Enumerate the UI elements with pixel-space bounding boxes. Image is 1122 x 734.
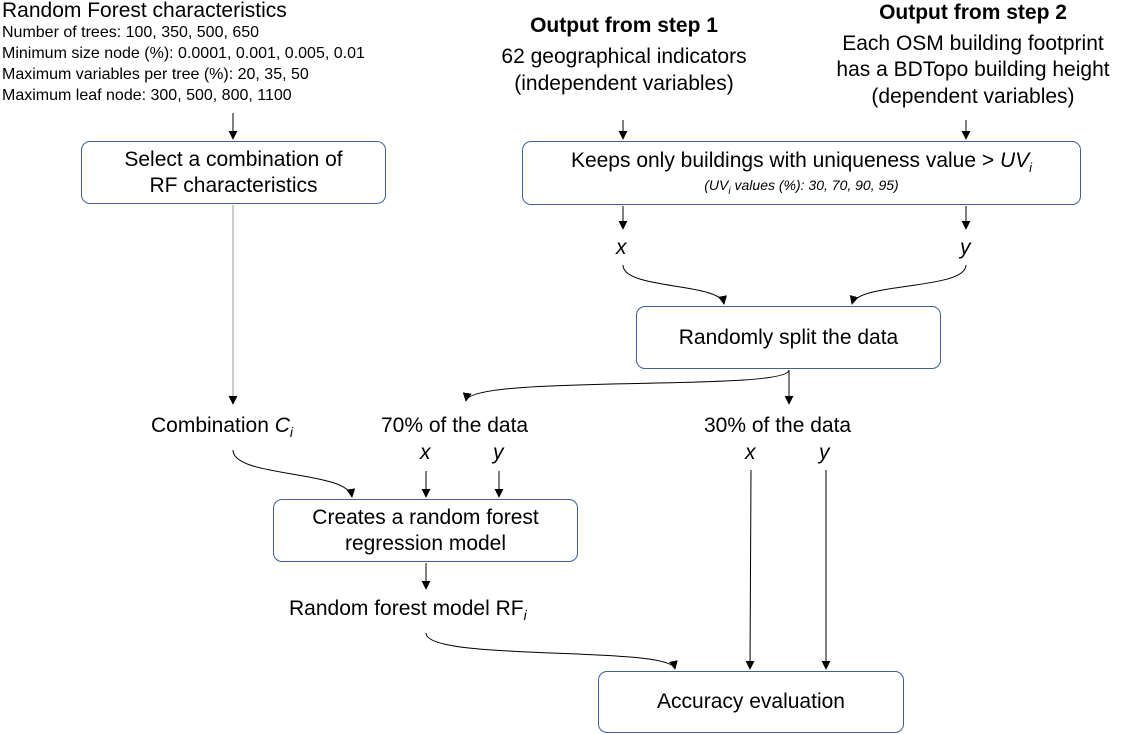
step1-line2: (independent variables) — [514, 72, 734, 95]
step1-title: Output from step 1 — [530, 14, 718, 37]
seventy-percent-label: 70% of the data — [381, 414, 529, 437]
arrow-y-to-split — [849, 264, 967, 305]
step2-line1: Each OSM building footprint — [842, 32, 1104, 55]
accuracy-box-label: Accuracy evaluation — [657, 690, 845, 713]
x70-label: x — [420, 441, 431, 464]
rf-model-text: Random forest model RF — [289, 597, 524, 620]
uv-var-text: UV — [999, 149, 1030, 172]
y70-label: y — [493, 441, 504, 464]
thirty-percent-label: 30% of the data — [704, 414, 852, 437]
arrow-x30-to-accuracy — [745, 469, 755, 670]
random-split-box: Randomly split the data — [636, 306, 941, 369]
y-label-top: y — [960, 236, 971, 259]
create-rf-model-box: Creates a random forest regression model — [273, 499, 578, 562]
keeps-buildings-box: Keeps only buildings with uniqueness val… — [522, 141, 1081, 205]
arrow-rfmodel-to-accuracy — [425, 632, 678, 670]
combination-label: Combination Ci — [151, 414, 293, 440]
step1-line1: 62 geographical indicators — [501, 45, 747, 68]
keeps-box-note: (UVi values (%): 30, 70, 90, 95) — [704, 177, 898, 197]
rf-param-min-node: Minimum size node (%): 0.0001, 0.001, 0.… — [2, 45, 365, 62]
step2-line3: (dependent variables) — [871, 85, 1075, 108]
combination-subscript: i — [289, 424, 294, 441]
y30-label: y — [819, 441, 830, 464]
arrow-x-to-split — [622, 264, 727, 305]
rf-param-max-leaf: Maximum leaf node: 300, 500, 800, 1100 — [2, 87, 292, 104]
x30-label: x — [745, 441, 756, 464]
keeps-box-main-text: Keeps only buildings with uniqueness val… — [570, 149, 1000, 172]
arrow-combination-to-create — [232, 449, 356, 498]
x-label-top: x — [616, 236, 627, 259]
select-combination-box: Select a combination of RF characteristi… — [81, 141, 386, 204]
note-pre: (UV — [704, 177, 729, 194]
create-box-line2: regression model — [344, 531, 507, 555]
step2-title: Output from step 2 — [879, 1, 1067, 24]
step2-line2: has a BDTopo building height — [836, 58, 1110, 81]
note-post: values (%): 30, 70, 90, 95) — [730, 177, 899, 194]
uv-variable: UVi — [999, 149, 1033, 176]
accuracy-evaluation-box: Accuracy evaluation — [598, 671, 904, 733]
select-box-line2: RF characteristics — [149, 173, 318, 197]
combination-var: C — [274, 414, 290, 437]
uv-subscript: i — [1029, 160, 1033, 176]
rf-param-trees: Number of trees: 100, 350, 500, 650 — [2, 24, 260, 41]
rf-model-label: Random forest model RFi — [289, 597, 527, 623]
note-subscript: i — [728, 185, 731, 197]
create-box-line1: Creates a random forest — [312, 505, 539, 529]
select-box-line1: Select a combination of — [124, 147, 343, 171]
arrow-split-to-70 — [462, 369, 790, 402]
rf-param-max-vars: Maximum variables per tree (%): 20, 35, … — [2, 66, 309, 83]
rf-panel-title: Random Forest characteristics — [2, 0, 287, 22]
keeps-box-main: Keeps only buildings with uniqueness val… — [571, 149, 1032, 175]
split-box-label: Randomly split the data — [678, 325, 899, 349]
rf-model-subscript: i — [523, 607, 527, 624]
combination-text: Combination — [151, 414, 275, 437]
